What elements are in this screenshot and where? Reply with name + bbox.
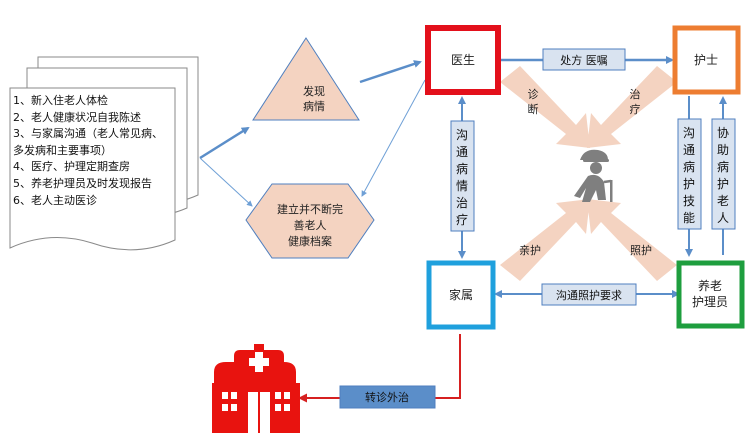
- list-item: 3、与家属沟通（老人常见病、: [13, 127, 163, 141]
- vertical-label-char: 通: [456, 145, 468, 159]
- diagnose-arrow: [500, 66, 590, 148]
- list-item: 4、医疗、护理定期查房: [13, 160, 130, 174]
- treat-label-2: 疗: [630, 102, 641, 116]
- prescription-label: 处方 医嘱: [560, 53, 608, 67]
- treat-arrow: [587, 66, 677, 148]
- family-node[interactable]: [426, 260, 496, 330]
- notes-document-stack: [9, 56, 199, 251]
- triangle-label-2: 病情: [303, 99, 325, 113]
- vertical-label-char: 护: [717, 177, 729, 191]
- elderly-person-icon: [574, 149, 613, 202]
- treat-label-1: 治: [630, 87, 641, 101]
- diagnose-label-1: 诊: [528, 87, 539, 101]
- arrow-notes-to-record: [199, 157, 253, 207]
- caregiver-care-label: 照护: [630, 243, 652, 257]
- doctor-node[interactable]: [425, 25, 501, 95]
- vertical-label-char: 沟: [456, 128, 468, 142]
- family-label: 家属: [449, 287, 473, 302]
- communicate-illness-box: [450, 120, 475, 232]
- care-requirements-box: [541, 283, 637, 306]
- prescription-label-box: [542, 48, 626, 71]
- intake-methods-list: 1、新入住老人体检 2、老人健康状况自我陈述 3、与家属沟通（老人常见病、 多发…: [13, 93, 198, 209]
- care-requirements-label: 沟通照护要求: [556, 288, 622, 302]
- referral-label: 转诊外治: [365, 390, 409, 404]
- referral-box: [339, 385, 436, 409]
- family-care-arrow: [500, 199, 590, 281]
- vertical-label-char: 沟: [683, 126, 695, 140]
- arrow-doctor-to-record: [361, 79, 426, 197]
- arrow-notes-to-triangle: [199, 126, 250, 160]
- list-item: 6、老人主动医诊: [13, 193, 97, 207]
- caregiver-node[interactable]: [676, 260, 745, 329]
- vertical-label-char: 协: [717, 125, 729, 140]
- nurse-node[interactable]: [672, 25, 741, 95]
- vertical-label-char: 能: [683, 211, 695, 225]
- vertical-label-char: 助: [717, 143, 729, 157]
- list-item: 多发病和主要事项）: [13, 143, 112, 157]
- vertical-label-char: 老: [717, 194, 729, 208]
- caregiver-label-2: 护理员: [692, 295, 728, 309]
- vertical-label-char: 技: [683, 194, 695, 208]
- list-item: 2、老人健康状况自我陈述: [13, 110, 141, 124]
- triangle-label-1: 发现: [303, 84, 325, 98]
- vertical-label-char: 通: [683, 143, 695, 157]
- hexagon-line-1: 建立并不断完: [277, 202, 343, 216]
- diagnose-label-2: 断: [528, 102, 539, 116]
- family-care-label: 亲护: [519, 243, 541, 257]
- nurse-label: 护士: [694, 53, 718, 67]
- hospital-icon: [212, 344, 300, 433]
- vertical-label-char: 病: [683, 159, 695, 174]
- vertical-label-char: 病: [717, 159, 729, 174]
- hexagon-line-2: 善老人: [294, 218, 327, 232]
- health-record-hexagon: [245, 183, 375, 259]
- caregiver-label-1: 养老: [698, 278, 722, 293]
- assist-care-box: [711, 118, 736, 230]
- vertical-label-char: 情: [456, 179, 468, 193]
- list-item: 1、新入住老人体检: [13, 94, 108, 107]
- vertical-label-char: 护: [683, 177, 695, 191]
- caregiver-care-arrow: [587, 199, 677, 281]
- vertical-label-char: 人: [717, 211, 729, 225]
- vertical-label-char: 治: [456, 196, 468, 210]
- list-item: 5、养老护理员及时发现报告: [13, 176, 152, 190]
- nursing-skills-box: [677, 118, 702, 230]
- vertical-label-char: 病: [456, 161, 468, 176]
- hexagon-line-3: 健康档案: [288, 234, 332, 248]
- doctor-label: 医生: [451, 53, 475, 67]
- vertical-label-char: 疗: [456, 213, 468, 227]
- arrow-triangle-to-doctor: [359, 60, 422, 84]
